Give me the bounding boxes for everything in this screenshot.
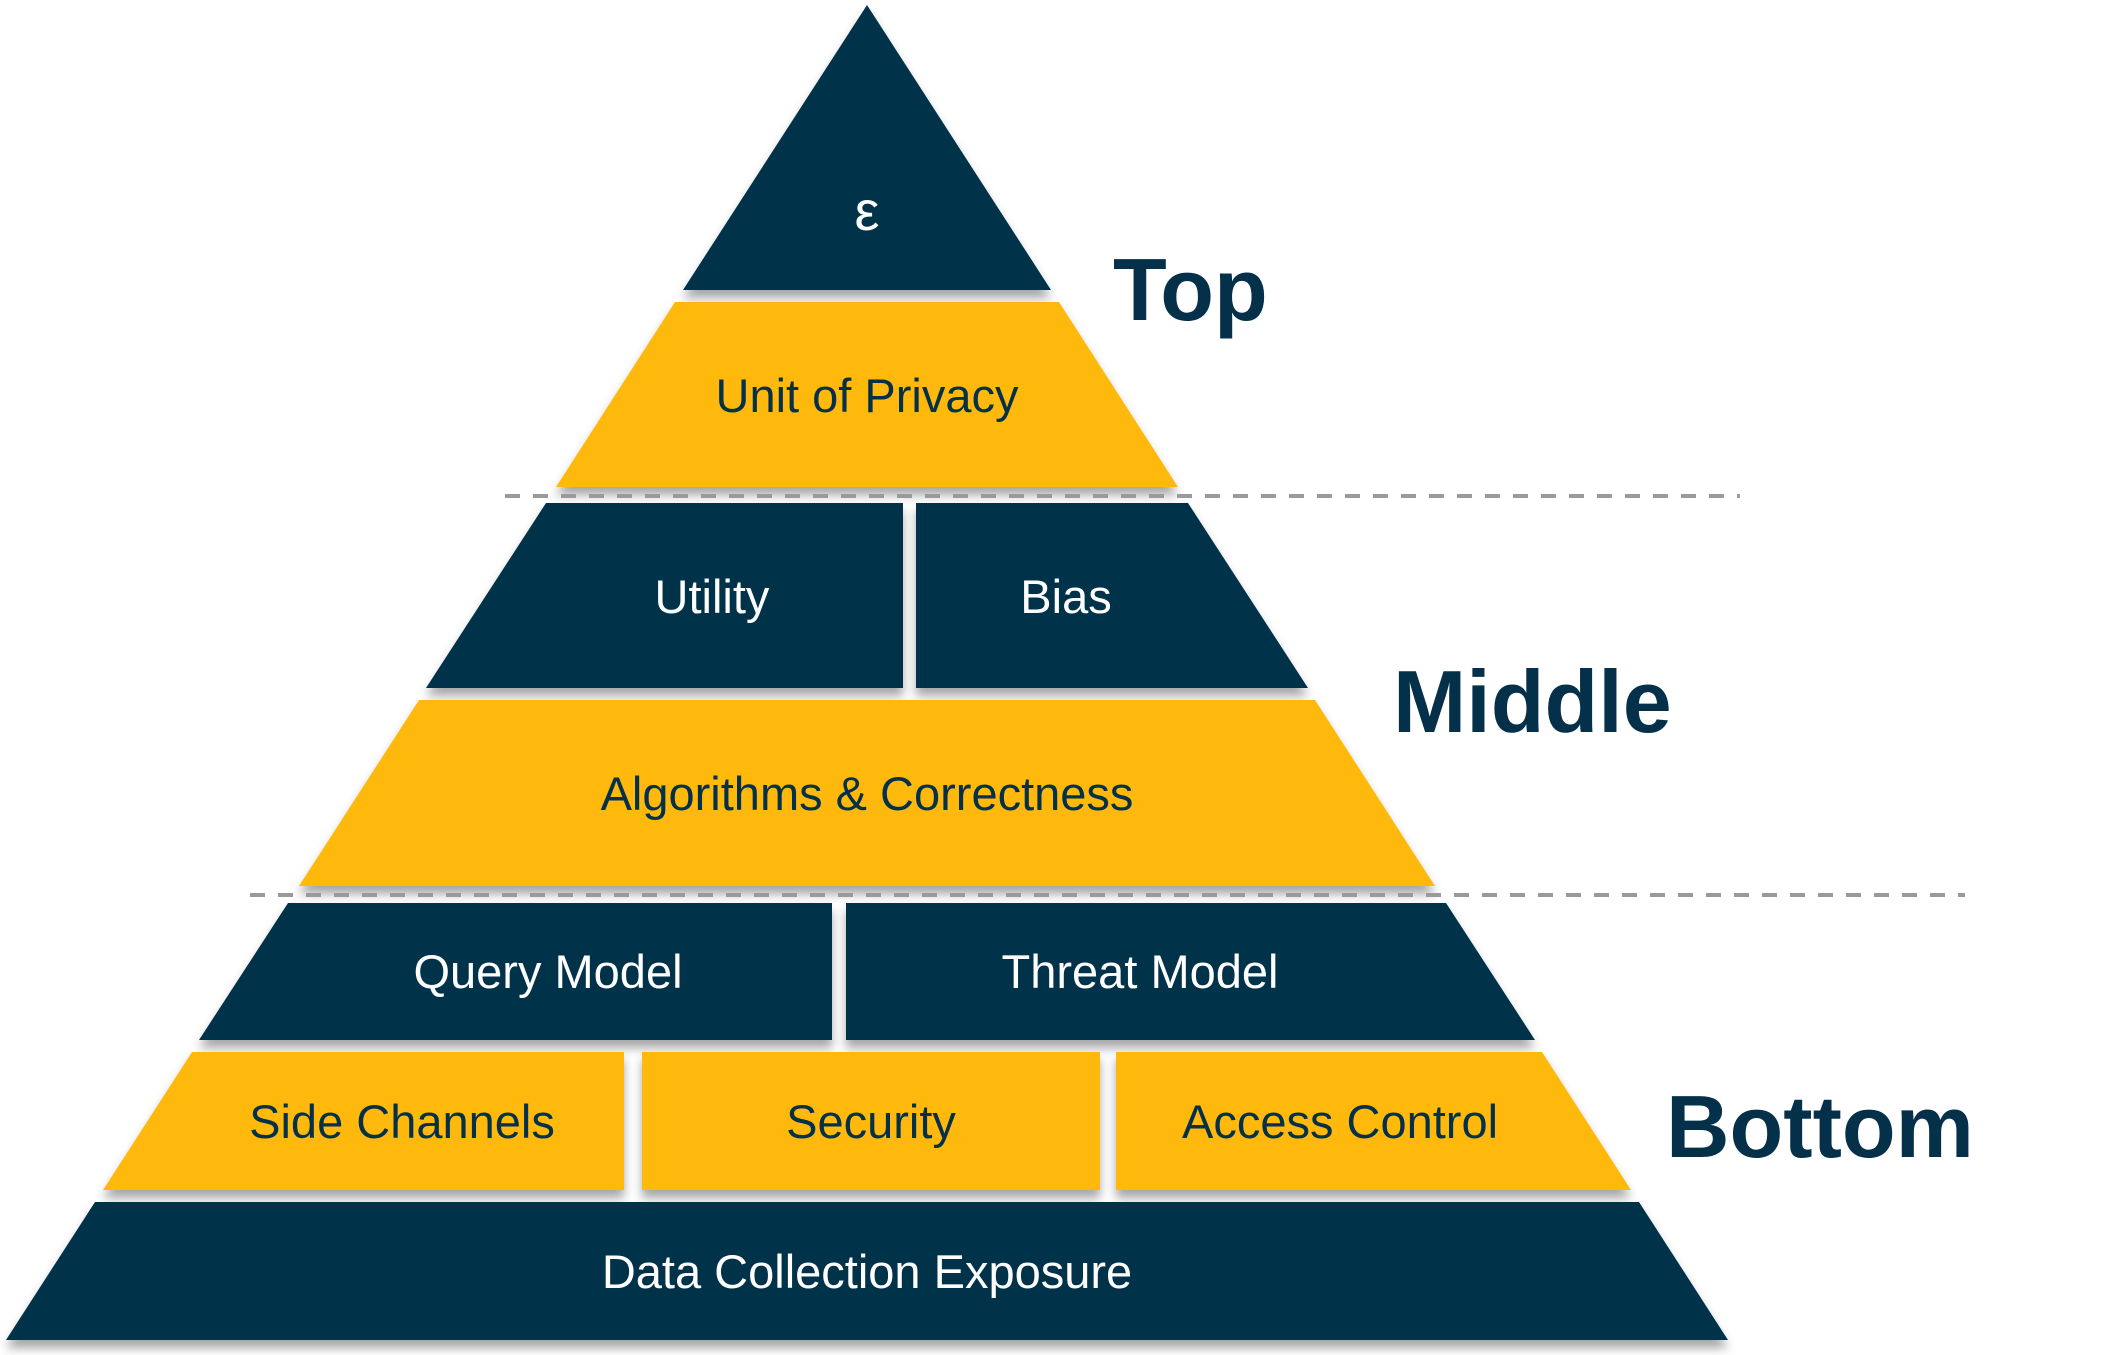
pyramid-block-unit-of-privacy-label: Unit of Privacy [716,369,1019,422]
pyramid-block-bias [916,503,1308,688]
side-label-middle: Middle [1393,652,1672,751]
pyramid-block-threat-model-label: Threat Model [1002,945,1279,998]
pyramid-block-data-collection-exposure [6,1202,1728,1340]
side-label-top: Top [1113,240,1268,339]
side-label-bottom: Bottom [1666,1077,1974,1176]
pyramid-block-security-label: Security [786,1095,956,1148]
pyramid-block-epsilon-label: ε [855,179,880,242]
pyramid-block-epsilon [683,5,1051,290]
pyramid-block-access-control [1116,1052,1631,1190]
pyramid-block-utility-label: Utility [655,570,770,623]
pyramid-block-algorithms-correctness-label: Algorithms & Correctness [601,767,1134,820]
pyramid-block-threat-model [846,903,1535,1040]
pyramid-block-query-model-label: Query Model [413,945,682,998]
pyramid-block-query-model [199,903,832,1040]
pyramid-block-security [642,1052,1100,1190]
pyramid-block-access-control-label: Access Control [1182,1095,1498,1148]
pyramid-block-side-channels-label: Side Channels [249,1095,555,1148]
pyramid-block-algorithms-correctness [299,700,1435,886]
pyramid-block-side-channels [103,1052,624,1190]
pyramid-block-bias-label: Bias [1020,570,1111,623]
pyramid-block-utility [426,503,903,688]
pyramid-block-unit-of-privacy [556,302,1178,487]
pyramid-block-data-collection-exposure-label: Data Collection Exposure [602,1245,1132,1298]
